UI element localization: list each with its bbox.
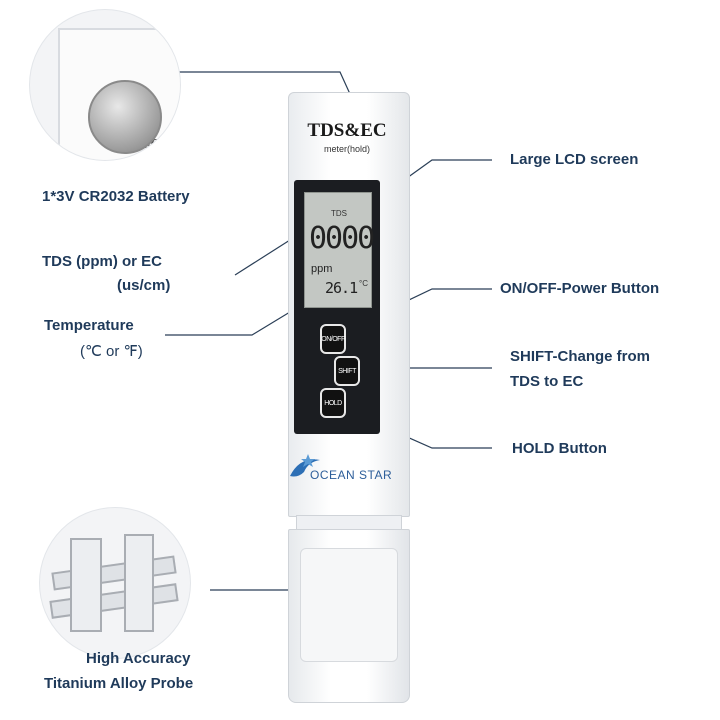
lcd-temperature: 26.1 — [325, 279, 358, 297]
logo-text: OCEAN STAR — [310, 468, 393, 482]
lcd-mode: TDS — [331, 209, 347, 218]
power-button[interactable]: ON/OFF — [320, 324, 346, 354]
probe-prong-icon — [49, 583, 179, 619]
ocean-star-logo-icon — [290, 454, 320, 477]
lcd-reading: 0000 — [309, 221, 375, 256]
callout-tds-line2: (us/cm) — [117, 277, 171, 294]
callout-temperature-line1: Temperature — [44, 317, 134, 334]
probe-housing-icon — [124, 534, 154, 632]
meter-subtitle: meter(hold) — [323, 144, 370, 154]
lcd-unit: ppm — [311, 263, 333, 275]
callout-power: ON/OFF-Power Button — [500, 280, 660, 297]
callout-battery: 1*3V CR2032 Battery — [42, 188, 190, 205]
cap-recess — [300, 548, 398, 662]
hold-button[interactable]: HOLD — [320, 388, 346, 418]
coin-cell-battery-icon — [88, 80, 162, 154]
battery-leader — [178, 71, 351, 95]
probe-housing-icon — [70, 538, 102, 632]
callout-probe-line1: High Accuracy — [86, 650, 191, 667]
callout-tds-line1: TDS (ppm) or EC — [42, 253, 162, 270]
callout-lcd: Large LCD screen — [510, 151, 639, 168]
shift-button[interactable]: SHIFT — [334, 356, 360, 386]
battery-inset: TDS&EC — [30, 10, 180, 160]
lcd-screen: TDS 0000 ppm 26.1 °C — [304, 192, 375, 308]
callout-shift-line2: TDS to EC — [510, 373, 584, 390]
callout-probe-line2: Titanium Alloy Probe — [44, 675, 194, 692]
lcd-temperature-unit: °C — [359, 279, 368, 288]
probe-inset — [40, 508, 190, 658]
callout-temperature-line2: (℃ or ℉) — [80, 343, 143, 360]
meter-brand: TDS&EC — [307, 120, 387, 141]
callout-shift-line1: SHIFT-Change from — [510, 348, 651, 365]
callout-hold: HOLD Button — [512, 440, 607, 457]
